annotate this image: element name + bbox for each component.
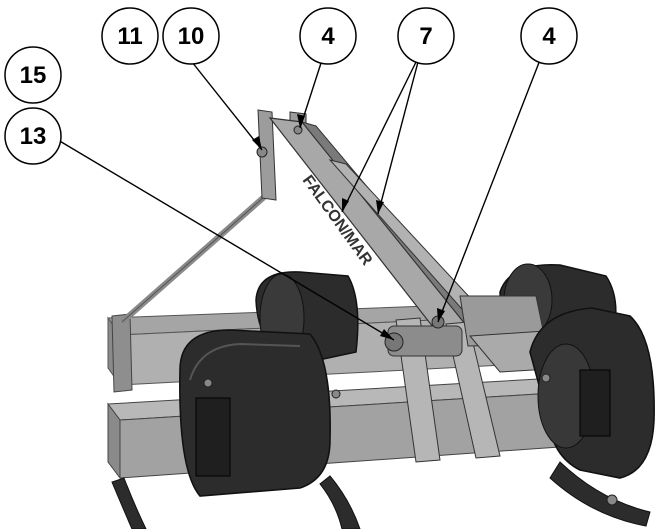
callout-11: 11 [101, 7, 159, 65]
leader-13 [57, 139, 395, 341]
callout-11-label: 11 [117, 23, 142, 50]
callout-4-top-label: 4 [321, 23, 335, 50]
callout-15-label: 15 [20, 62, 47, 89]
arrow-4a [297, 114, 305, 128]
callout-4-top: 4 [299, 7, 357, 65]
front-roller-left [179, 329, 331, 497]
rear-left-bracket [111, 313, 133, 393]
leader-lines [57, 59, 541, 341]
leader-7b [377, 61, 419, 215]
leader-4b [437, 59, 541, 323]
callout-10-label: 10 [178, 23, 205, 50]
callout-7: 7 [397, 7, 455, 65]
arrow-4b [437, 308, 445, 322]
arrow-7a [342, 198, 349, 212]
leader-10 [191, 61, 263, 151]
callout-4-right-label: 4 [542, 23, 556, 50]
bottom-tines [111, 461, 651, 529]
leader-arrowheads [252, 114, 445, 340]
leader-7a [341, 61, 417, 213]
callout-10: 10 [162, 7, 220, 65]
arrow-13 [380, 329, 394, 340]
callout-13: 13 [4, 107, 62, 165]
callout-4-right: 4 [520, 7, 578, 65]
callout-13-label: 13 [20, 123, 47, 150]
front-roller-right [529, 307, 655, 479]
callout-7-label: 7 [419, 23, 432, 50]
bolt-markers [203, 125, 618, 506]
arrow-7b [376, 200, 384, 214]
callout-15: 15 [4, 46, 62, 104]
arrow-10 [252, 136, 262, 150]
